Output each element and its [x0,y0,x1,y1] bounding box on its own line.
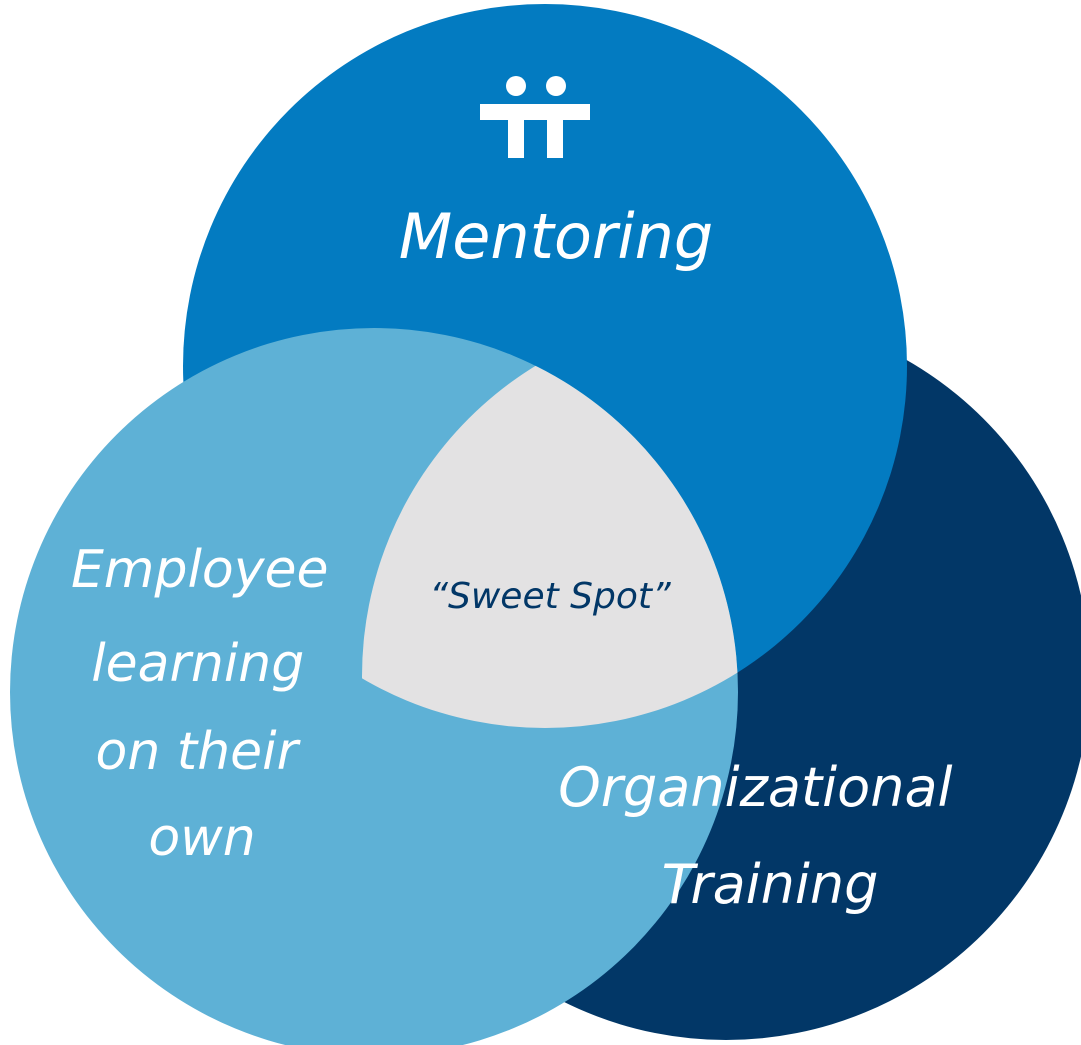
people-icon [480,76,590,158]
employee-learning-label-line: own [148,808,255,868]
employee-learning-label-line: Employee [71,540,329,600]
sweet-spot-label: “Sweet Spot” [429,576,671,617]
organizational-training-label: Organizational Training [558,756,969,916]
organizational-training-label-line: Training [662,853,879,916]
mentoring-label: Mentoring [399,200,714,273]
employee-learning-label-line: on their [96,722,302,782]
organizational-training-label-line: Organizational [558,756,952,819]
sweet-spot-region [362,328,738,728]
employee-learning-label-line: learning [91,634,304,694]
employee-learning-label: Employee learning on their own [71,540,345,868]
mentoring-label-line: Mentoring [399,200,714,273]
